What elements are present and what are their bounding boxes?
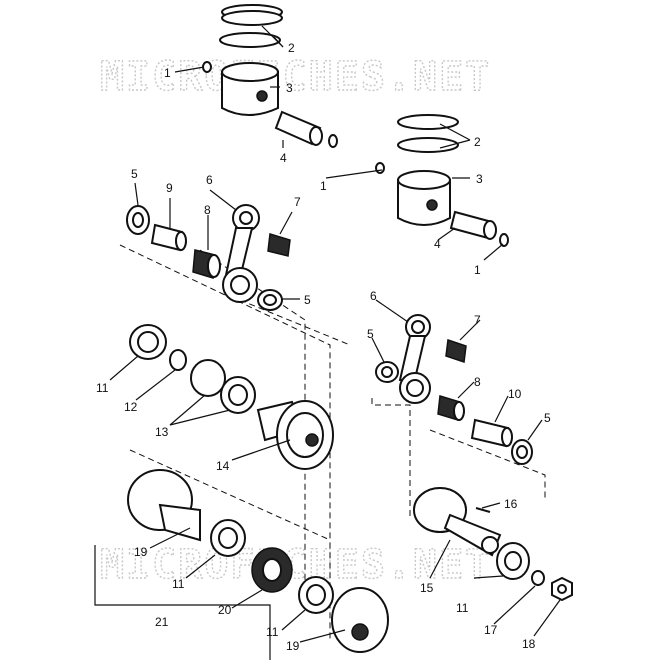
callout-1-right: 1 [474, 263, 481, 277]
watermark-top: MICROFICHES.NET [100, 54, 491, 100]
callout-1-middle: 1 [320, 179, 327, 193]
right-crank-pin [470, 418, 513, 448]
callout-5-left-top: 5 [131, 167, 138, 181]
seal-20 [251, 547, 293, 593]
left-crank-pin [150, 223, 187, 252]
callout-11-left: 11 [96, 381, 109, 395]
left-circlip-right [328, 134, 338, 148]
right-connecting-rod [398, 314, 431, 404]
bearing-11-lower-a [210, 519, 246, 557]
callout-6-left: 6 [206, 173, 213, 187]
callout-5-right-top: 5 [367, 327, 374, 341]
callout-8-right: 8 [474, 375, 481, 389]
callout-6-right: 6 [370, 289, 377, 303]
right-circlip-right [499, 233, 509, 247]
callout-11-lower-a: 11 [172, 577, 185, 591]
right-piston-rings [397, 114, 459, 153]
right-wrist-pin [449, 210, 497, 240]
left-connecting-rod [222, 204, 260, 303]
callout-11-right: 11 [456, 601, 469, 615]
crank-flywheel-19 [127, 469, 201, 542]
bracket-21 [94, 545, 271, 660]
callout-15: 15 [420, 581, 434, 595]
callout-10: 10 [508, 387, 522, 401]
callout-2-right: 2 [474, 135, 481, 149]
callout-5-left-bottom: 5 [304, 293, 311, 307]
callout-7-right: 7 [474, 313, 481, 327]
left-piston-rings [219, 4, 283, 48]
callout-16: 16 [504, 497, 518, 511]
left-wrist-pin [274, 110, 323, 146]
callout-21: 21 [155, 615, 169, 629]
left-crankshaft [256, 400, 334, 470]
leader-lines [109, 25, 561, 643]
callout-7-left: 7 [294, 195, 301, 209]
callout-19-bottom: 19 [286, 639, 300, 653]
washer-17 [531, 570, 545, 586]
callout-11-lower-b: 11 [266, 625, 279, 639]
bearing-13b [220, 376, 256, 414]
callout-18: 18 [522, 637, 536, 651]
left-main-bearing [129, 324, 167, 360]
nut-18 [551, 576, 573, 602]
right-crankshaft [413, 487, 502, 557]
callout-14: 14 [216, 459, 230, 473]
left-bearing-lower [192, 249, 221, 279]
callout-4-left: 4 [280, 151, 287, 165]
callout-3-left: 3 [286, 81, 293, 95]
right-bearing-upper [445, 338, 467, 364]
right-piston [397, 170, 451, 226]
callout-17: 17 [484, 623, 498, 637]
left-circlip-left [202, 61, 212, 73]
callout-19-left: 19 [134, 545, 148, 559]
bearing-11-lower-b [298, 576, 334, 614]
callout-12: 12 [124, 400, 138, 414]
callout-8-left: 8 [204, 203, 211, 217]
watermark-bottom: MICROFICHES.NET [100, 542, 491, 588]
seal-ring-12 [169, 349, 187, 371]
crank-web-19 [331, 587, 389, 653]
callout-labels: 1 2 3 4 1 2 3 4 1 5 9 6 8 7 5 6 7 5 8 10… [96, 41, 551, 653]
callout-3-right: 3 [476, 172, 483, 186]
right-bearing-lower [437, 395, 465, 421]
callout-13: 13 [155, 425, 169, 439]
callout-9: 9 [166, 181, 173, 195]
right-circlip-left [375, 162, 385, 174]
left-piston [221, 62, 279, 116]
bearing-11-right [496, 542, 530, 580]
key-16 [475, 507, 491, 513]
callout-1-top-left: 1 [164, 66, 171, 80]
snap-ring-13a [190, 359, 226, 397]
callout-20: 20 [218, 603, 232, 617]
left-bearing-upper [267, 233, 291, 257]
callout-5-right-bottom: 5 [544, 411, 551, 425]
callout-4-right: 4 [434, 237, 441, 251]
callout-2-left: 2 [288, 41, 295, 55]
